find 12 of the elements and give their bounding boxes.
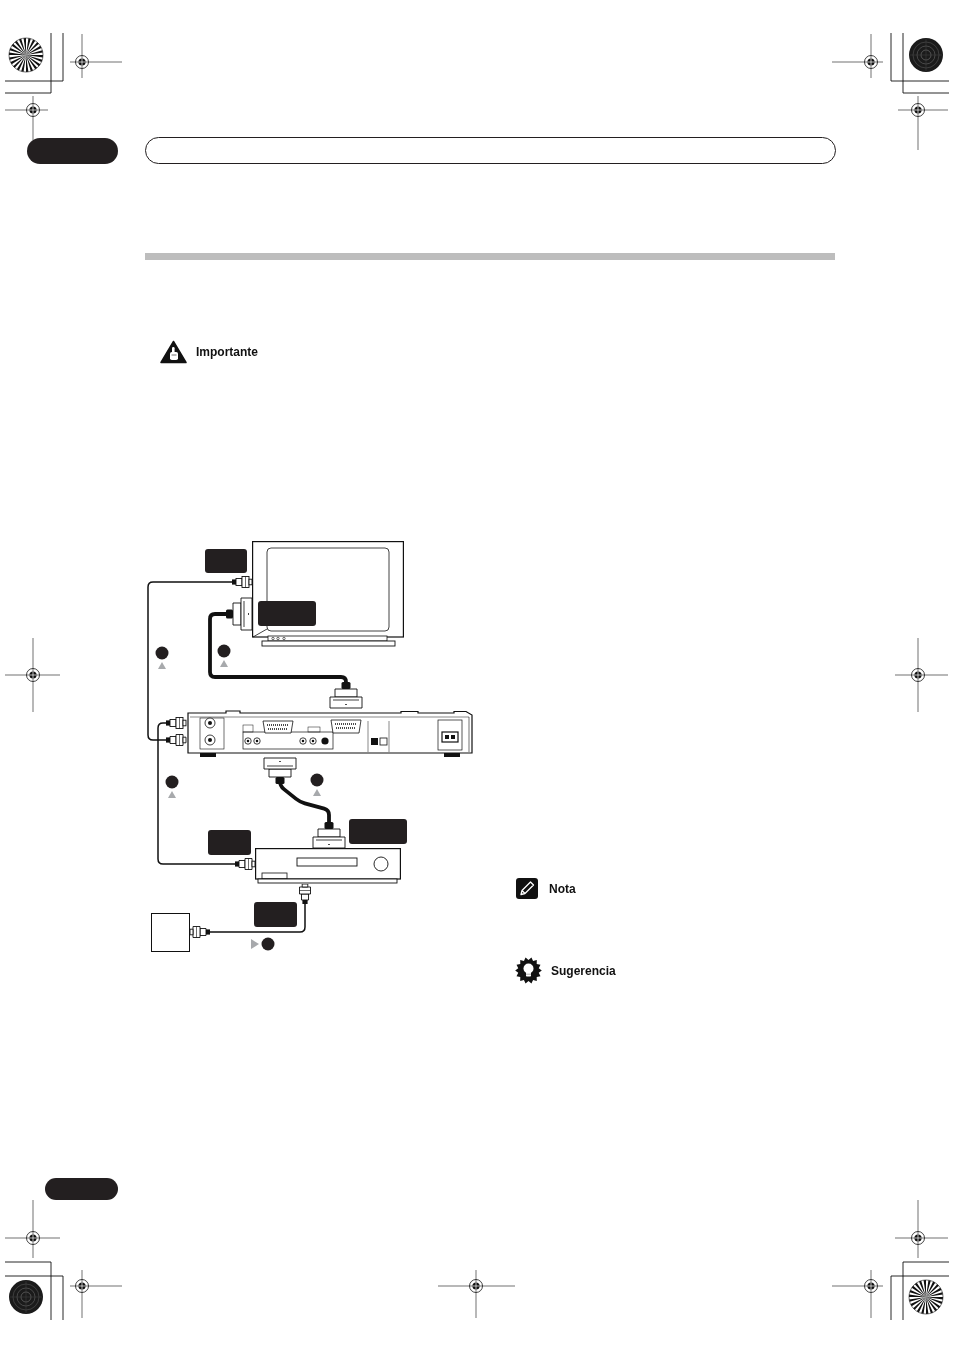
cable: [208, 597, 363, 709]
cable: [263, 757, 346, 849]
cable: [147, 576, 253, 746]
tv-drawing: [252, 541, 404, 647]
section-heading: Sugerencia: [551, 963, 616, 978]
cable: [189, 883, 311, 938]
section-heading: Importante: [196, 345, 258, 359]
cable: [157, 717, 256, 870]
section-heading: Nota: [549, 881, 576, 896]
antenna-wall-socket: [151, 913, 190, 952]
recorder-drawing: [186, 708, 474, 758]
vcr-drawing: [255, 848, 401, 884]
